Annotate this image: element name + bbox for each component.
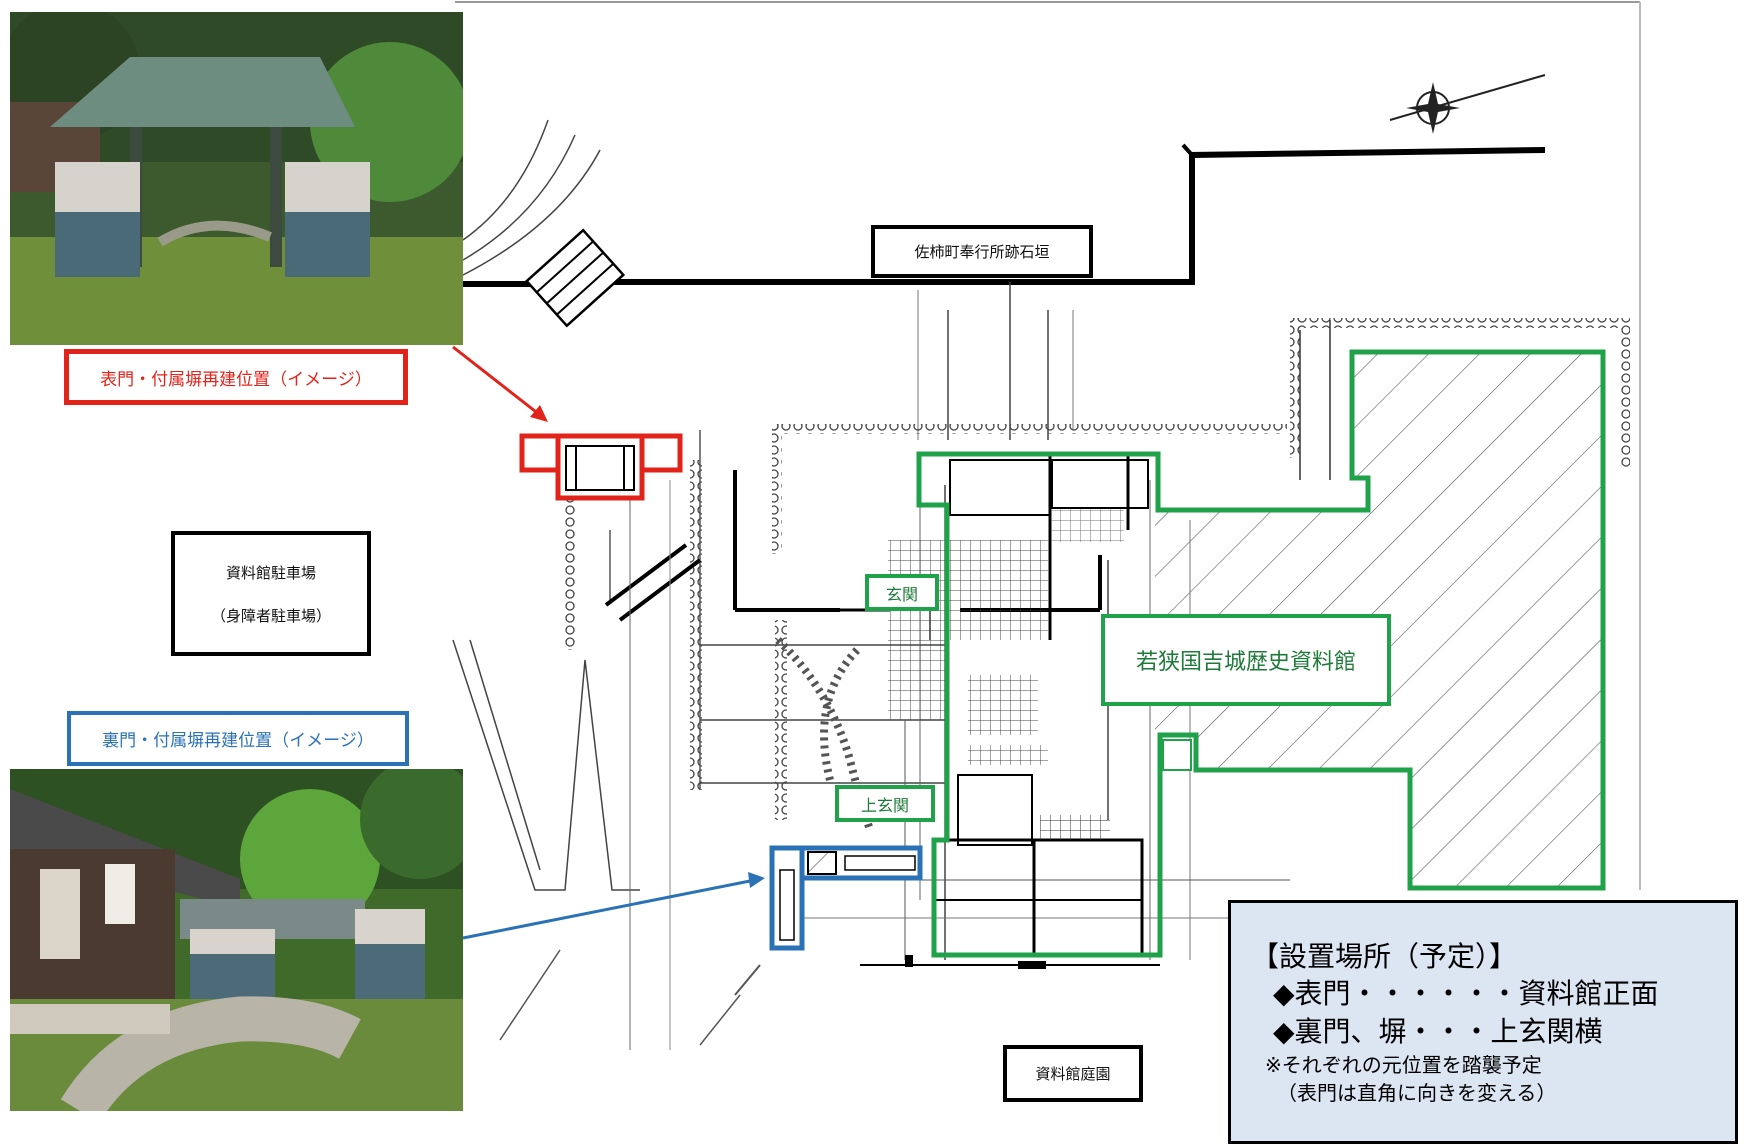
upper-genkan-label: 上玄関	[835, 785, 935, 822]
parking-label-line1: 資料館駐車場	[225, 563, 316, 582]
stone-wall-label: 佐柿町奉行所跡石垣	[871, 225, 1093, 278]
front-gate-arrow	[452, 345, 548, 422]
info-item-front-gate: ◆表門・・・・・・資料館正面	[1273, 977, 1659, 1010]
info-note-1: ※それぞれの元位置を踏襲予定	[1265, 1053, 1542, 1077]
installation-info-box: 【設置場所（予定）】 ◆表門・・・・・・資料館正面 ◆裏門、塀・・・上玄関横 ※…	[1228, 900, 1738, 1144]
parking-label-line2: （身障者駐車場）	[210, 606, 331, 625]
front-gate-photo	[10, 12, 463, 345]
museum-label: 若狭国吉城歴史資料館	[1101, 614, 1391, 706]
back-gate-photo	[10, 769, 463, 1111]
info-note-2: （表門は直角に向きを変える）	[1277, 1081, 1557, 1105]
compass-icon	[1389, 74, 1546, 134]
back-gate-label: 裏門・付属塀再建位置（イメージ）	[67, 711, 409, 766]
parking-label: 資料館駐車場 （身障者駐車場）	[171, 531, 371, 656]
genkan-label: 玄関	[865, 574, 939, 611]
info-heading: 【設置場所（予定）】	[1251, 940, 1518, 973]
front-gate-marker	[519, 433, 683, 501]
front-gate-label: 表門・付属塀再建位置（イメージ）	[64, 349, 408, 405]
info-item-back-gate: ◆裏門、塀・・・上玄関横	[1273, 1015, 1603, 1048]
back-gate-arrow	[462, 872, 765, 940]
garden-label: 資料館庭園	[1003, 1045, 1143, 1102]
back-gate-marker	[769, 845, 923, 951]
